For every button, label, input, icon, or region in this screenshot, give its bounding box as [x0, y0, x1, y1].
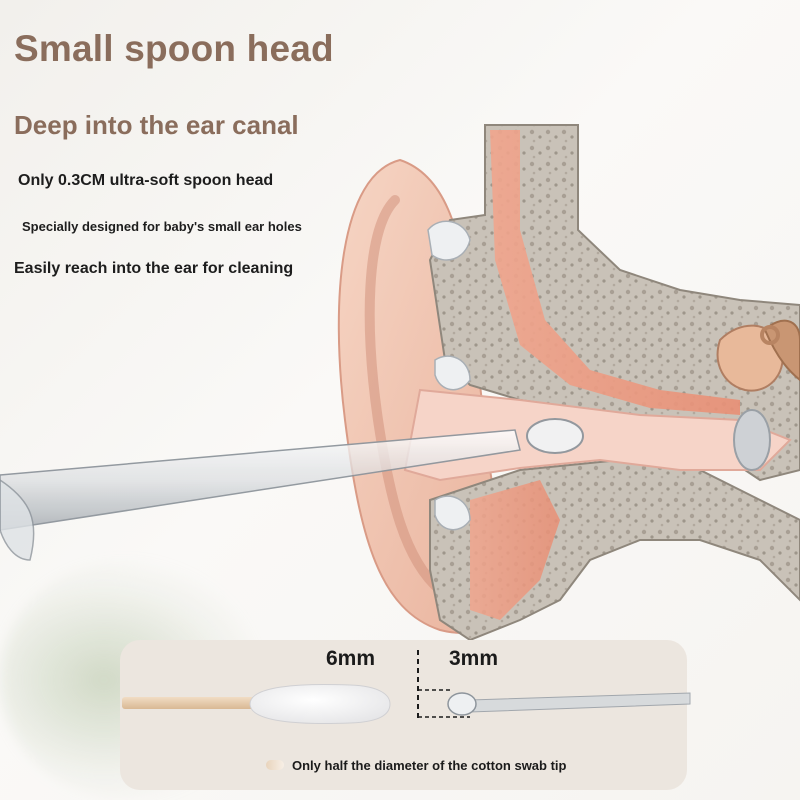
- caption-text: Only half the diameter of the cotton swa…: [292, 757, 567, 773]
- ear-pinna-inner-fold: [364, 195, 445, 595]
- spoon-stick-compare: [469, 692, 691, 713]
- canal-tissue-lower: [470, 480, 560, 620]
- canal-tissue-upper: [490, 130, 740, 415]
- comparison-caption: Only half the diameter of the cotton swa…: [266, 754, 566, 776]
- cotton-swab-diameter-label: 6mm: [326, 647, 376, 670]
- size-comparison-panel: [120, 640, 687, 790]
- eardrum: [733, 409, 771, 471]
- feature-baby-design: Specially designed for baby's small ear …: [22, 219, 302, 234]
- ear-canal: [403, 388, 792, 482]
- caption-bullet-icon: [266, 760, 284, 770]
- middle-ear-ossicles: [716, 319, 800, 392]
- feature-easy-reach: Easily reach into the ear for cleaning: [14, 260, 294, 277]
- page-title: Small spoon head: [14, 28, 334, 69]
- ear-spoon-head: [526, 418, 584, 454]
- feature-spoon-size: Only 0.3CM ultra-soft spoon head: [18, 172, 274, 189]
- page-subtitle: Deep into the ear canal: [14, 110, 299, 140]
- spoon-head-compare: [447, 692, 477, 716]
- spoon-head-diameter-label: 3mm: [449, 647, 499, 670]
- ear-spoon-stick: [0, 418, 584, 561]
- cotton-swab-tip: [249, 683, 391, 725]
- cotton-swab-stick: [122, 697, 272, 709]
